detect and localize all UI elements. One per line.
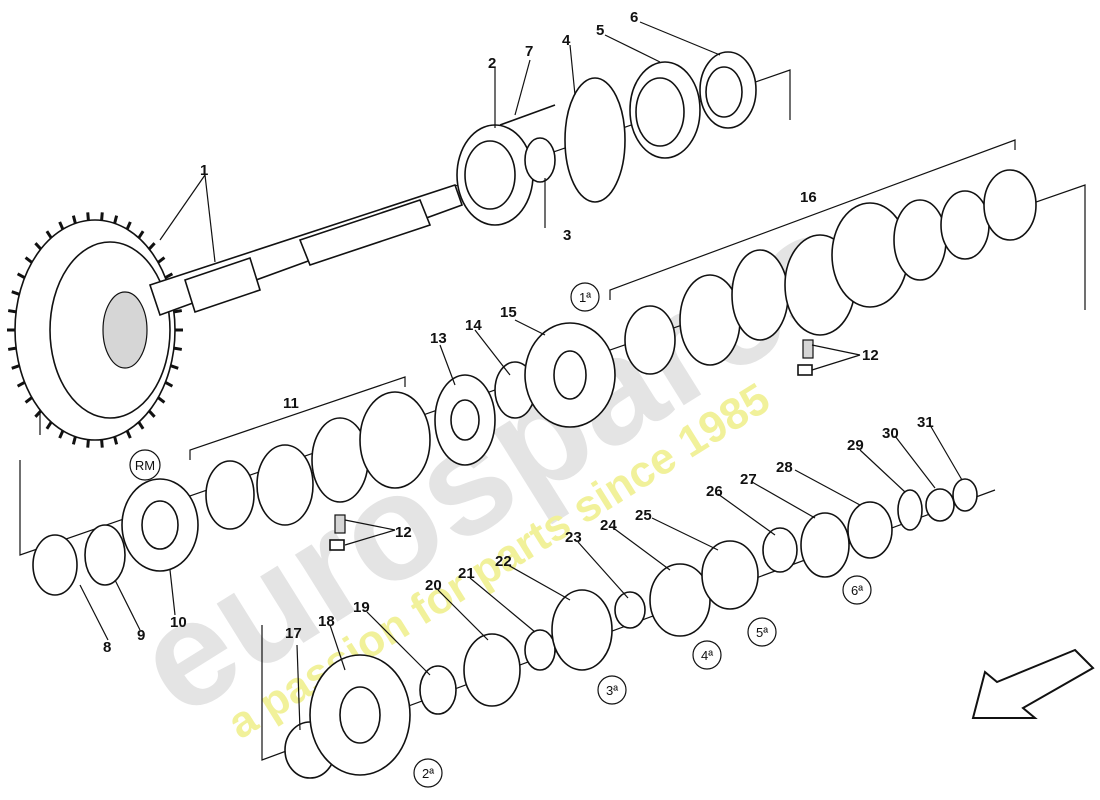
callout-20: 20 [425,577,442,594]
gear-label-3: 3ª [597,675,627,705]
gear-label-5: 5ª [747,617,777,647]
crown-wheel-tooth [45,230,53,239]
gear-labels: RM 1ª 2ª 3ª 4ª 5ª 6ª [129,282,872,788]
leader-lines [79,21,963,731]
callout-26: 26 [706,483,723,500]
crown-wheel [7,212,183,448]
callout-17: 17 [285,625,302,642]
gear-stack [284,478,978,779]
callout-16: 16 [800,189,817,206]
callout-27: 27 [740,471,757,488]
callout-31: 31 [917,414,934,431]
crown-wheel-tooth [164,272,174,279]
callout-18: 18 [318,613,335,630]
callout-8: 8 [103,639,111,656]
svg-text:3ª: 3ª [606,683,618,698]
crown-wheel-tooth [11,364,20,370]
crown-wheel-tooth [11,290,20,296]
svg-text:2ª: 2ª [422,766,434,781]
callout-labels: 1 2 3 4 5 6 7 8 9 10 11 12 12 13 14 15 1… [103,9,934,656]
callout-2: 2 [488,55,496,72]
crown-wheel-tooth [100,212,104,221]
callout-23: 23 [565,529,582,546]
callout-10: 10 [170,614,187,631]
callout-28: 28 [776,459,793,476]
crown-wheel-tooth [113,436,119,445]
callout-4: 4 [562,32,571,49]
svg-text:6ª: 6ª [851,583,863,598]
crown-wheel-tooth [137,230,145,239]
callout-12b: 12 [862,347,879,364]
callout-5: 5 [596,22,604,39]
svg-text:RM: RM [135,458,155,473]
callout-19: 19 [353,599,370,616]
callout-30: 30 [882,425,899,442]
crown-wheel-tooth [58,221,65,230]
callout-24: 24 [600,517,617,534]
crown-wheel-tooth [170,364,179,370]
crown-wheel-tooth [24,396,33,404]
gear-label-1: 1ª [570,282,600,312]
bearing-assembly [456,51,757,226]
crown-wheel-tooth [71,436,77,445]
callout-1: 1 [200,162,208,179]
svg-text:1ª: 1ª [579,290,591,305]
callout-7: 7 [525,43,533,60]
crown-wheel-tooth [71,215,77,224]
crown-wheel-tooth [157,396,166,404]
gear-label-6: 6ª [842,575,872,605]
svg-text:4ª: 4ª [701,648,713,663]
crown-wheel-tooth [24,256,33,264]
crown-wheel-tooth [100,439,104,448]
crown-wheel-tooth [58,430,65,439]
callout-11: 11 [283,395,299,412]
callout-12a: 12 [395,524,412,541]
main-shaft [148,183,464,317]
crown-wheel-tooth [148,242,156,251]
crown-wheel-tooth [86,212,90,221]
crown-wheel-tooth [16,381,26,388]
callout-14: 14 [465,317,482,334]
crown-wheel-tooth [7,309,17,314]
group-braces [189,139,1016,460]
crown-wheel-tooth [125,430,132,439]
crown-wheel-tooth [34,409,42,418]
crown-wheel-tooth [113,215,119,224]
crown-wheel-tooth [157,256,166,264]
callout-9: 9 [137,627,145,644]
callout-29: 29 [847,437,864,454]
arrow-down-left-icon [971,648,1095,719]
callout-15: 15 [500,304,517,321]
gear-label-4: 4ª [692,640,722,670]
crown-wheel-tooth [173,309,183,314]
gear-label-2: 2ª [413,758,443,788]
crown-wheel-tooth [86,439,90,448]
crown-wheel-tooth [125,221,132,230]
crown-wheel-tooth [148,409,156,418]
detent-springs [329,339,814,551]
callout-13: 13 [430,330,447,347]
crown-wheel-tooth [16,272,26,279]
callout-25: 25 [635,507,652,524]
crown-wheel-tooth [7,346,17,351]
synchro-pack [32,169,1037,596]
crown-wheel-tooth [173,346,183,351]
gear-label-reverse: RM [129,449,161,481]
svg-text:5ª: 5ª [756,625,768,640]
callout-22: 22 [495,553,512,570]
callout-3: 3 [563,227,571,244]
crown-wheel-tooth [164,381,174,388]
callout-6: 6 [630,9,638,26]
crown-wheel-tooth [34,242,42,251]
crown-wheel-tooth [45,421,53,430]
crown-wheel-tooth [137,421,145,430]
callout-21: 21 [458,565,475,582]
